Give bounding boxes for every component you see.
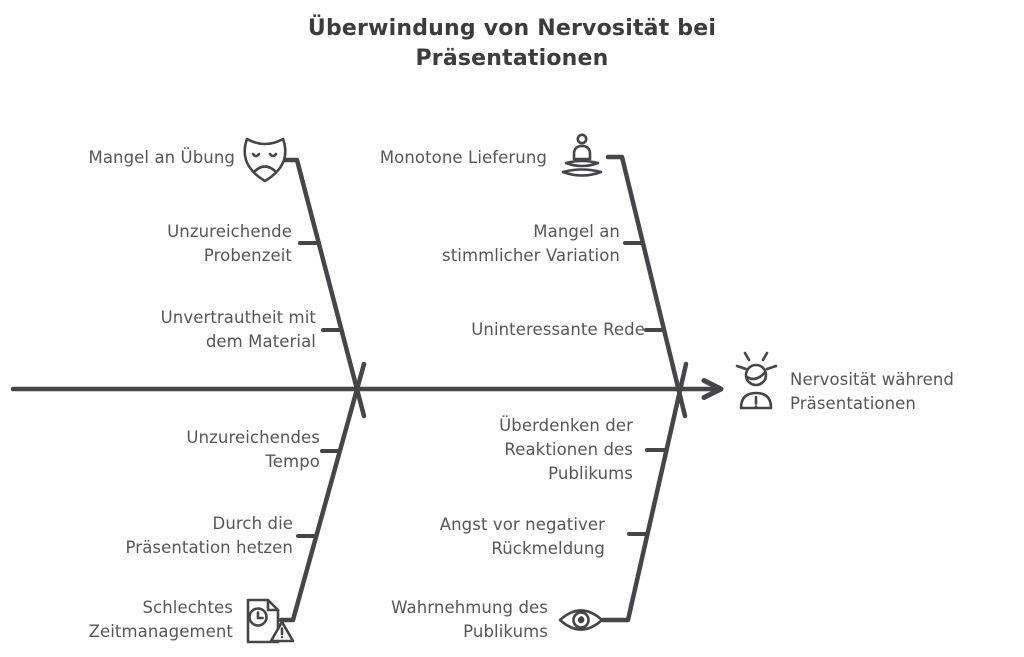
branch-line-top-right	[605, 154, 688, 419]
effect-label: Nervosität während Präsentationen	[790, 370, 954, 413]
cause-label-bottom-left-1: Durch die Präsentation hetzen	[125, 514, 293, 557]
branch-label-top-right: Monotone Lieferung	[379, 148, 547, 167]
spine-arrowhead-icon	[701, 378, 724, 400]
cause-label-top-left-0: Unzureichende Probenzeit	[167, 222, 292, 265]
cause-label-top-left-1: Unvertrautheit mit dem Material	[160, 308, 316, 351]
branch-label-top-left: Mangel an Übung	[88, 148, 235, 167]
cause-label-top-right-1: Uninteressante Rede	[471, 320, 645, 339]
eye-icon	[558, 609, 604, 631]
cause-label-bottom-left-0: Unzureichendes Tempo	[186, 428, 320, 471]
branch-line-bottom-left	[278, 361, 367, 623]
diagram-title: Überwindung von Nervosität bei Präsentat…	[307, 16, 717, 71]
time-warning-document-icon	[246, 598, 295, 644]
branch-line-top-left	[277, 157, 367, 419]
branch-label-bottom-right: Wahrnehmung des Publikums	[391, 598, 548, 641]
theater-mask-icon	[243, 137, 287, 183]
cause-label-bottom-right-1: Angst vor negativer Rückmeldung	[439, 515, 605, 558]
speaker-podium-icon	[561, 133, 603, 177]
stressed-person-icon	[735, 351, 778, 410]
branch-line-bottom-right	[600, 361, 689, 623]
cause-label-bottom-right-0: Überdenken der Reaktionen des Publikums	[499, 416, 633, 483]
branch-label-bottom-left: Schlechtes Zeitmanagement	[88, 598, 233, 641]
cause-label-top-right-0: Mangel an stimmlicher Variation	[442, 222, 620, 265]
